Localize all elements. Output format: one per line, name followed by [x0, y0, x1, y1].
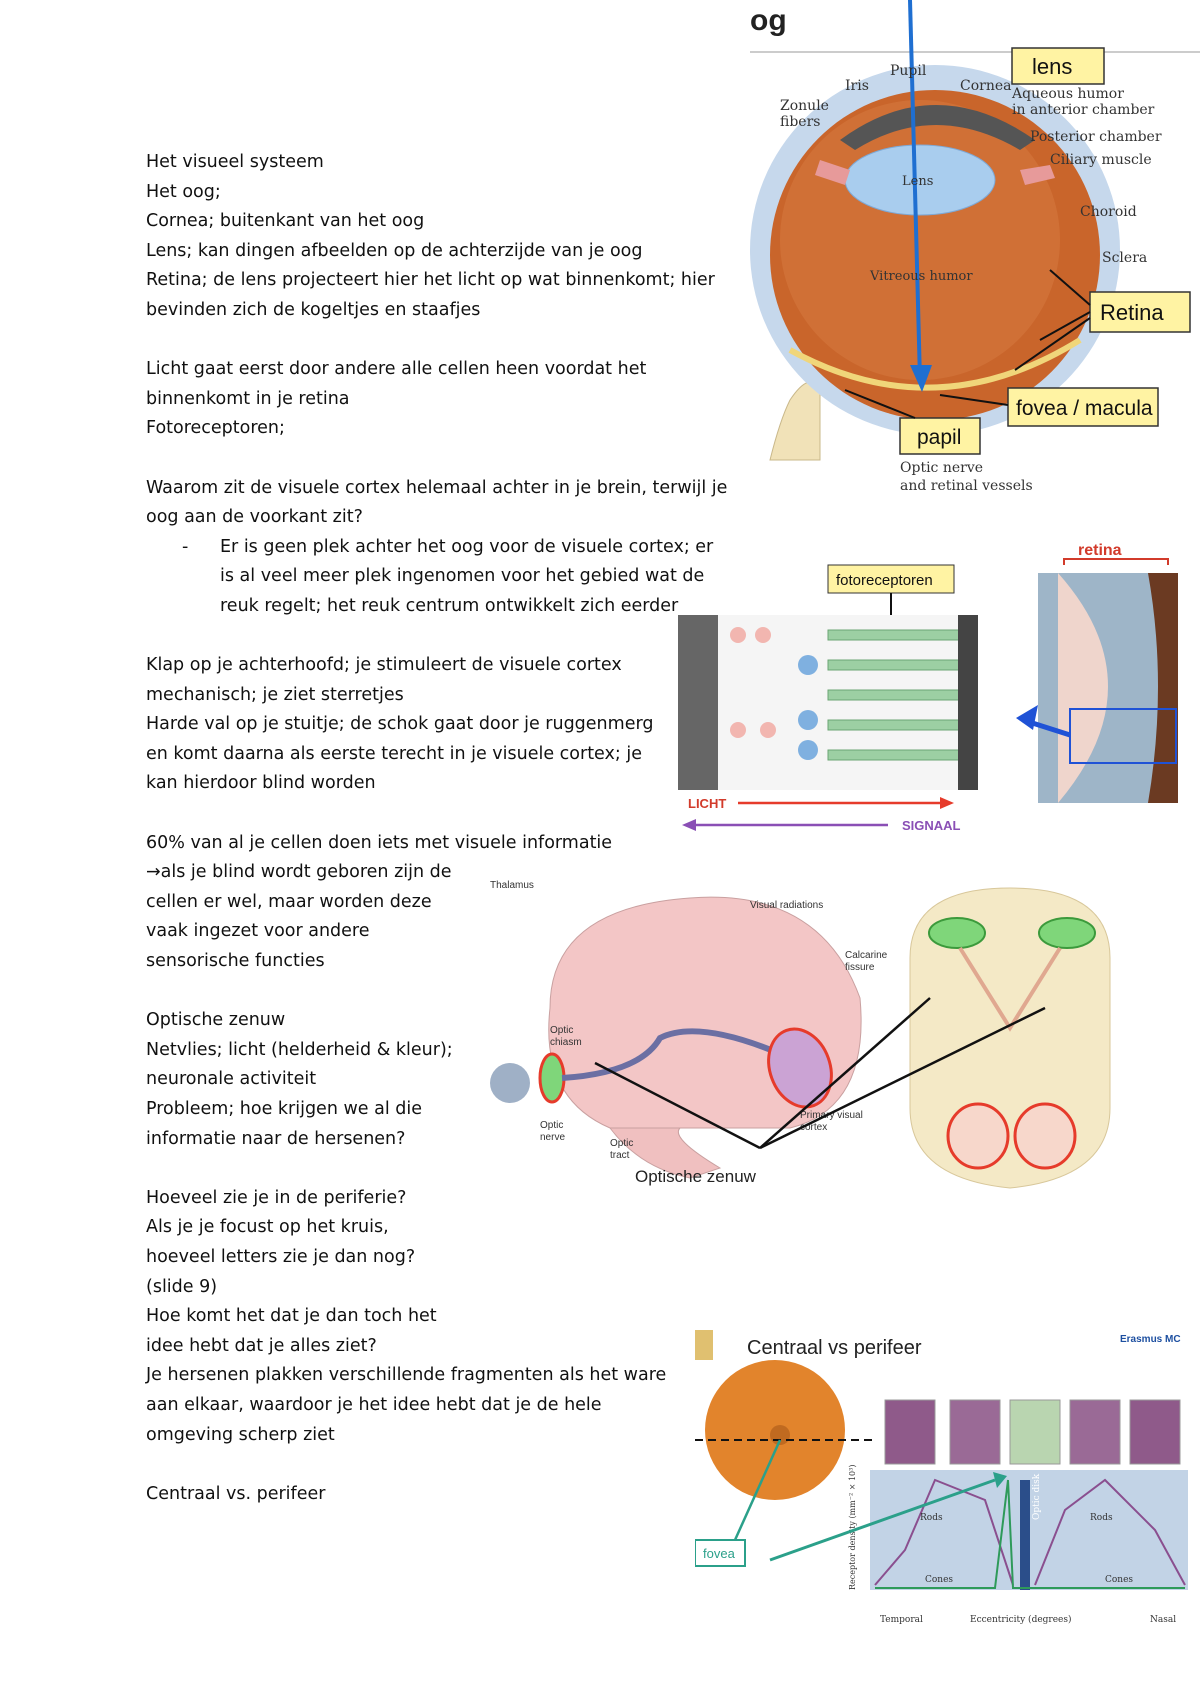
cones-right-label: Cones — [1105, 1575, 1133, 1585]
notes-line: Retina; de lens projecteert hier het lic… — [146, 270, 715, 320]
notes-paragraph: Licht gaat eerst door andere alle cellen… — [146, 359, 647, 409]
notes-title: Het visueel systeem — [146, 152, 324, 172]
label-visual-radiations: Visual radiations — [750, 900, 823, 911]
label-lens-inner: Lens — [902, 174, 933, 189]
label-optic: Optic nerve — [900, 460, 983, 476]
rods-left-label: Rods — [920, 1513, 943, 1523]
rods-right-label: Rods — [1090, 1513, 1113, 1523]
label-primary-visual: Primary visual — [800, 1110, 863, 1121]
label-aqueous: Aqueous humor — [1011, 86, 1124, 102]
nasal-label: Nasal — [1150, 1615, 1176, 1625]
notes-paragraph: Optische zenuw — [146, 1010, 286, 1031]
eye-diagram: og Pupil Iris Cornea Zonule fibers Lens … — [750, 0, 1200, 500]
label-ciliary: Ciliary muscle — [1050, 152, 1152, 168]
label-optic-nerve: Optic — [540, 1120, 563, 1131]
label-optic-tract: Optic — [610, 1138, 633, 1149]
label-iris: Iris — [845, 78, 869, 94]
notes-paragraph: 60% van al je cellen doen iets met visue… — [146, 832, 613, 853]
label-primary-visual-2: cortex — [800, 1122, 827, 1133]
label-sclera: Sclera — [1102, 250, 1147, 266]
licht-label: LICHT — [688, 796, 726, 811]
xlabel: Eccentricity (degrees) — [970, 1614, 1072, 1625]
label-thalamus: Thalamus — [490, 880, 534, 891]
label-pupil: Pupil — [890, 63, 927, 79]
slide-logo: Erasmus MC — [1120, 1334, 1181, 1345]
notes-paragraph: →als je blind wordt geboren zijn de cell… — [146, 862, 452, 972]
fotoreceptoren-label: fotoreceptoren — [836, 572, 933, 589]
cones-left-label: Cones — [925, 1575, 953, 1585]
signaal-label: SIGNAAL — [902, 818, 961, 833]
label-optic-chiasm-2: chiasm — [550, 1037, 582, 1048]
bullet-item: - Er is geen plek achter het oog voor de… — [146, 533, 730, 622]
notes-paragraph: Je hersenen plakken verschillende fragme… — [146, 1365, 667, 1445]
fovea-box-label: fovea / macula — [1016, 397, 1153, 420]
retina-box-label: Retina — [1100, 300, 1164, 325]
optic-disk-label: Optic disk — [1032, 1473, 1042, 1520]
retina-diagram: retina fotoreceptoren — [678, 535, 1188, 845]
notes-paragraph: Waarom zit de visuele cortex helemaal ac… — [146, 477, 728, 528]
slide-title: Centraal vs perifeer — [747, 1337, 922, 1359]
notes-paragraph: Klap op je achterhoofd; je stimuleert de… — [146, 655, 622, 705]
brain-diagram: Thalamus Visual radiations Calcarine fis… — [490, 878, 1190, 1278]
papil-box-label: papil — [917, 426, 961, 449]
label-aqueous-2: in anterior chamber — [1012, 102, 1155, 118]
label-optic-2: and retinal vessels — [900, 478, 1033, 494]
label-choroid: Choroid — [1080, 204, 1137, 220]
notes-paragraph: Als je je focust op het kruis, hoeveel l… — [146, 1217, 416, 1297]
label-zonule: Zonule — [780, 98, 829, 114]
bullet-text: Er is geen plek achter het oog voor de v… — [220, 536, 714, 616]
eye-title: og — [750, 4, 787, 37]
notes-line: Lens; kan dingen afbeelden op de achterz… — [146, 240, 643, 261]
lens-box-label: lens — [1032, 54, 1072, 79]
bullet-dash: - — [182, 536, 189, 557]
label-cornea: Cornea — [960, 78, 1011, 94]
temporal-label: Temporal — [880, 1615, 923, 1625]
notes-paragraph: Hoe komt het dat je dan toch het idee he… — [146, 1306, 437, 1356]
notes-paragraph: Netvlies; licht (helderheid & kleur); ne… — [146, 1039, 453, 1090]
notes-paragraph: Harde val op je stuitje; de schok gaat d… — [146, 714, 654, 794]
ylabel: Receptor density (mm⁻² × 10³) — [848, 1465, 857, 1590]
central-peripheral-slide: Centraal vs perifeer Erasmus MC Rods Rod… — [695, 1330, 1195, 1690]
label-optic-nerve-2: nerve — [540, 1132, 565, 1143]
retina-label: retina — [1078, 542, 1122, 559]
label-optic-chiasm: Optic — [550, 1025, 573, 1036]
notes-paragraph: Fotoreceptoren; — [146, 418, 285, 439]
optic-nerve-caption: Optische zenuw — [635, 1167, 757, 1186]
notes-line: Cornea; buitenkant van het oog — [146, 211, 425, 232]
notes-paragraph: Hoeveel zie je in de periferie? — [146, 1187, 407, 1208]
fovea-label: fovea — [703, 1546, 736, 1561]
label-calcarine: Calcarine — [845, 950, 888, 961]
notes-text: Het visueel systeem Het oog; Cornea; bui… — [146, 148, 746, 1509]
notes-paragraph: Centraal vs. perifeer — [146, 1483, 326, 1504]
label-calcarine-2: fissure — [845, 962, 875, 973]
notes-paragraph: Probleem; hoe krijgen we al die informat… — [146, 1099, 423, 1149]
notes-line: Het oog; — [146, 181, 221, 202]
label-posterior: Posterior chamber — [1030, 129, 1162, 145]
label-optic-tract-2: tract — [610, 1150, 630, 1161]
label-vitreous: Vitreous humor — [869, 269, 973, 284]
label-zonule-2: fibers — [780, 114, 820, 130]
